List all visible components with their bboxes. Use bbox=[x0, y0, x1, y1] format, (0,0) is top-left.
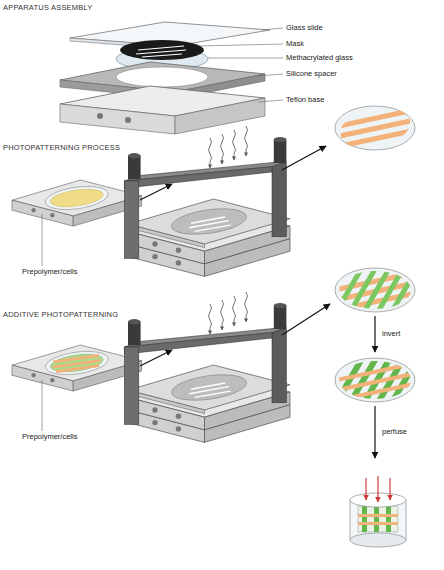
part-label: Mask bbox=[286, 40, 304, 48]
part-label: Silicone spacer bbox=[286, 70, 337, 78]
step-label: perfuse bbox=[382, 428, 407, 436]
section-heading: PHOTOPATTERNING PROCESS bbox=[3, 144, 120, 152]
part-label: Glass slide bbox=[286, 24, 323, 32]
material-label: Prepolymer/cells bbox=[22, 433, 77, 441]
material-label: Prepolymer/cells bbox=[22, 268, 77, 276]
part-label: Teflon base bbox=[286, 96, 324, 104]
section-heading: APPARATUS ASSEMBLY bbox=[3, 4, 92, 12]
section-heading: ADDITIVE PHOTOPATTERNING bbox=[3, 311, 118, 319]
part-label: Methacrylated glass bbox=[286, 54, 353, 62]
step-label: invert bbox=[382, 330, 400, 338]
